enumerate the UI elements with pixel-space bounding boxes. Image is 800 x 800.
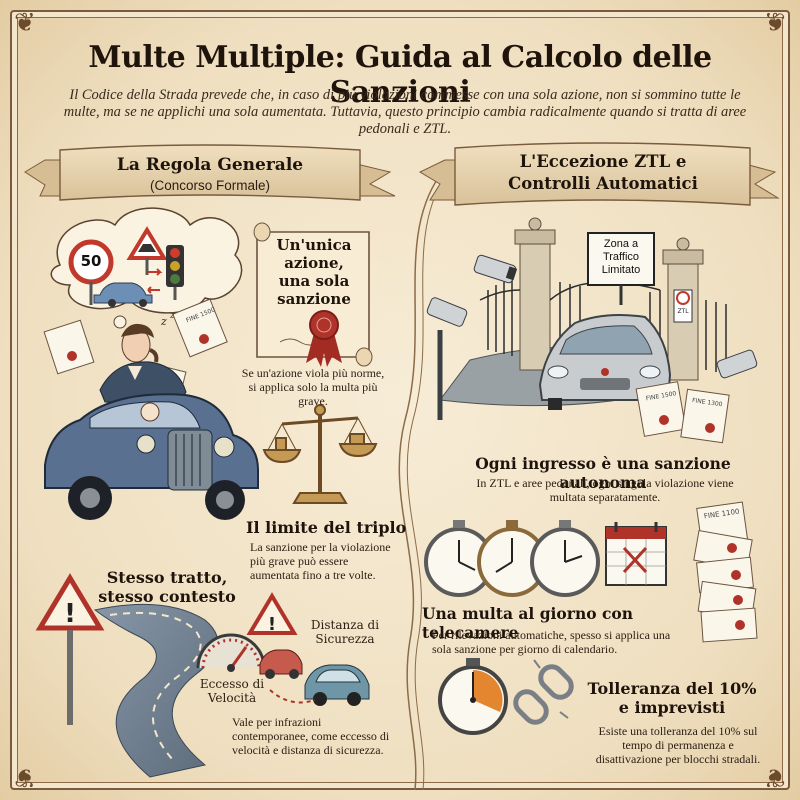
triple-heading: Il limite del triplo [246,518,407,537]
speed-label: Eccesso di Velocità [187,677,277,705]
ztl-sign-line: Zona a [603,238,639,250]
left-banner-ribbon [24,144,396,201]
tolerance-text: Esiste una tolleranza del 10% sul tempo … [595,724,761,766]
red-car-icon [259,649,303,679]
ztl-sign-line: Limitato [601,264,641,276]
worried-driver-illustration: z z [99,311,187,403]
svg-text:z: z [169,311,175,321]
scroll-text-line: azione, [284,254,344,272]
same-context-text: Vale per infrazioni contemporanee, come … [232,715,390,757]
wax-seal-icon [306,310,342,367]
center-divider-ribbon [398,174,441,791]
scroll-text: Un'unica azione, una sola sanzione [262,236,366,308]
same-context-heading-line: Stesso tratto, [106,568,228,587]
left-banner-title: La Regola Generale [116,155,304,175]
right-banner-title-line: L'Eccezione ZTL e [519,152,687,171]
distance-label-line: Sicurezza [315,632,375,646]
entry-text: In ZTL e aree pedonali, ogni singola vio… [476,476,734,504]
scroll-text-line: sanzione [277,290,351,308]
ztl-sign-text: Zona a Traffico Limitato [590,238,652,277]
parchment-scroll [253,222,373,367]
svg-text:z: z [160,315,167,328]
scroll-text-line: una sola [278,272,350,290]
left-banner-subtitle: (Concorso Formale) [149,178,271,193]
svg-text:!: ! [64,599,76,629]
arrow-icon [269,689,316,704]
ztl-post-label: ZTL [677,308,689,315]
svg-text:FINE 1300: FINE 1300 [692,397,724,408]
stopwatch-icon [438,658,508,735]
calendar-icon [605,522,667,586]
speed-limit-value: 50 [80,252,102,270]
distance-label: Distanza di Sicurezza [300,618,390,646]
corner-ornament-icon: ❦ [14,8,36,38]
triple-text: La sanzione per la violazione più grave … [250,540,391,582]
justice-scales-icon [262,404,378,504]
warning-sign-icon: ! [246,592,298,635]
silver-car-illustration [538,314,672,410]
speedometer-icon [196,633,266,672]
same-context-heading: Stesso tratto, stesso contesto [92,568,242,606]
broken-chain-icon [513,659,574,725]
tolerance-heading: Tolleranza del 10% e imprevisti [582,679,762,717]
no-entry-sign-icon [673,289,693,323]
ticket-stack-icon: FINE 1100 [693,501,758,643]
teal-car-icon [304,664,370,706]
same-context-heading-line: stesso contesto [98,587,236,606]
right-banner-title: L'Eccezione ZTL e Controlli Automatici [468,151,738,195]
warning-sign-icon: ! [35,573,105,725]
svg-text:!: ! [268,614,276,635]
vintage-blue-car-illustration [44,393,259,520]
cctv-camera-icon [426,254,758,420]
fine-ticket-icon: FINE 1500 FINE 1300 [635,381,730,444]
right-banner-ribbon [418,142,780,206]
day-heading: Una multa al giorno con telecamere [422,604,633,642]
clock-icon [477,520,547,597]
ztl-sign-line: Traffico [602,251,640,263]
speed-label-line: Eccesso di [199,677,265,691]
ztl-zone-sign [587,232,655,305]
thought-bubble [50,207,243,342]
winding-road-illustration [93,603,219,778]
small-car-icon [93,282,153,304]
rule-text: Se un'azione viola più norme, si applica… [241,366,385,408]
right-banner-title-line: Controlli Automatici [508,174,698,193]
scroll-text-line: Un'unica [276,236,352,254]
clock-icon [530,520,600,597]
entry-heading: Ogni ingresso è una sanzione autonoma [475,454,731,492]
tolerance-heading-line: Tolleranza del 10% [587,679,757,698]
tolerance-heading-line: e imprevisti [618,698,726,717]
distance-label-line: Distanza di [310,618,380,632]
speed-label-line: Velocità [207,691,257,705]
intro-paragraph: Il Codice della Strada prevede che, in c… [63,87,747,137]
decorative-frame [10,10,790,790]
page-title: Multe Multiple: Guida al Calcolo delle S… [88,40,712,110]
day-text: Per rilevazioni automatiche, spesso si a… [432,628,671,656]
